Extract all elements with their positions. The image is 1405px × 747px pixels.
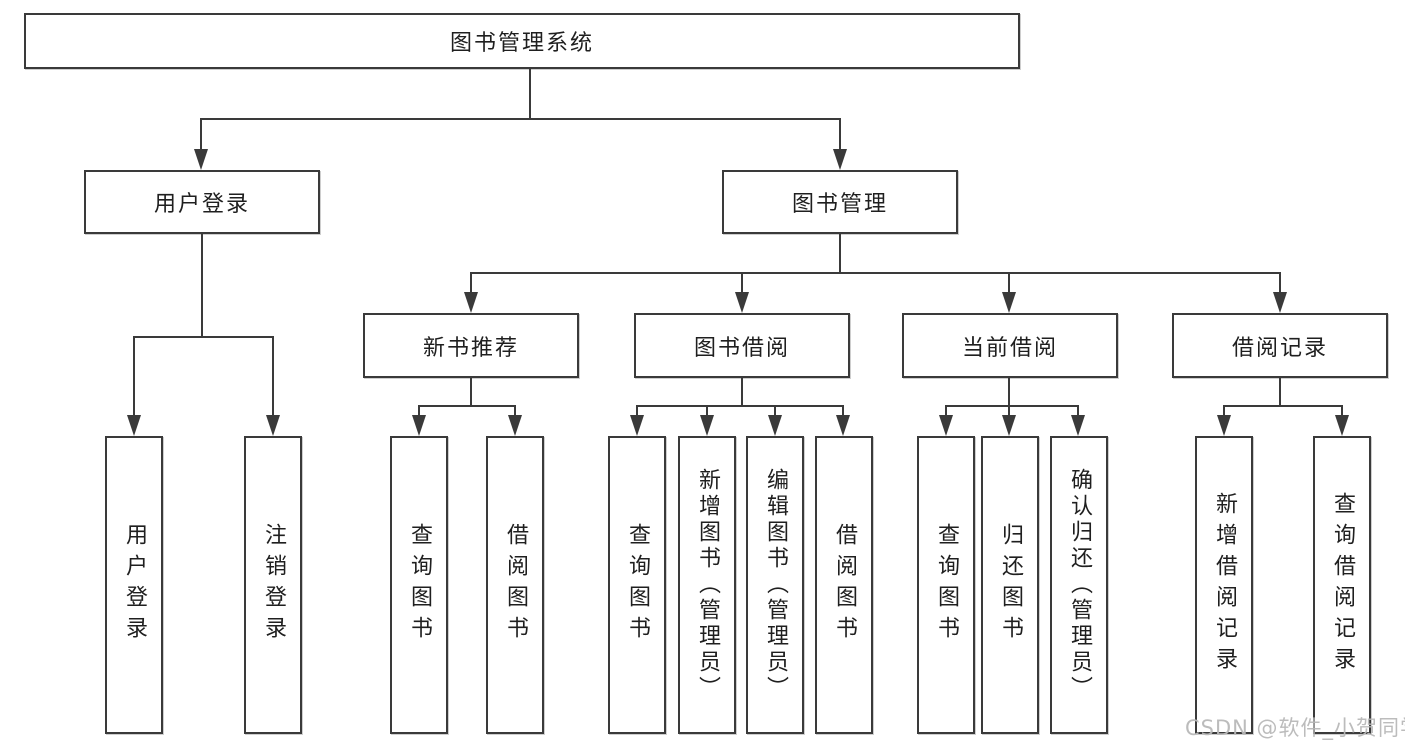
leaf-logout-label: 注销登录 [261,523,286,647]
node-root-label: 图书管理系统 [449,31,594,56]
leaf-query-books-current-label: 查询图书 [934,523,959,647]
connector-line [842,405,844,421]
arrow-down-icon [1335,415,1349,436]
leaf-borrow-books-recommend-label: 借阅图书 [503,523,528,647]
arrow-down-icon [194,149,208,170]
arrow-down-icon [1002,415,1016,436]
node-borrowing-records: 借阅记录 [1172,313,1388,378]
node-root: 图书管理系统 [24,13,1020,69]
node-book-management-label: 图书管理 [791,192,888,217]
leaf-borrow-books-label: 借阅图书 [832,523,857,647]
node-new-book-recommendation: 新书推荐 [363,313,579,378]
leaf-edit-books-admin-label: 编辑图书（管理员） [763,468,788,702]
connector-line [1077,405,1079,421]
connector-line [1279,377,1281,407]
connector-line [741,377,743,407]
leaf-query-borrow-record-label: 查询借阅记录 [1330,492,1355,678]
connector-line [636,405,844,407]
connector-line [470,272,1281,274]
connector-line [200,118,202,154]
node-current-borrowing-label: 当前借阅 [961,335,1058,361]
arrow-down-icon [833,149,847,170]
connector-line [1008,377,1010,407]
leaf-borrow-books-recommend: 借阅图书 [486,436,544,734]
connector-line [741,272,743,298]
connector-line [636,405,638,421]
connector-line [945,405,947,421]
arrow-down-icon [700,415,714,436]
connector-line [1341,405,1343,421]
csdn-watermark: CSDN @软件_小贺同学 [1185,716,1405,740]
connector-line [706,405,708,421]
leaf-return-books-label: 归还图书 [998,523,1023,647]
arrow-down-icon [266,415,280,436]
node-book-management: 图书管理 [722,170,958,234]
leaf-add-books-admin: 新增图书（管理员） [678,436,736,734]
arrow-down-icon [836,415,850,436]
connector-line [418,405,516,407]
connector-line [1008,272,1010,298]
connector-line [200,118,841,120]
connector-line [839,118,841,154]
node-new-book-recommendation-label: 新书推荐 [422,335,519,361]
leaf-query-books-current: 查询图书 [917,436,975,734]
arrow-down-icon [735,292,749,313]
node-user-login: 用户登录 [84,170,320,234]
connector-line [470,272,472,298]
connector-line [133,336,274,338]
connector-line [201,234,203,338]
connector-line [1223,405,1343,407]
leaf-return-books: 归还图书 [981,436,1039,734]
leaf-query-books-recommend: 查询图书 [390,436,448,734]
node-book-borrowing-label: 图书借阅 [693,335,790,361]
leaf-query-books-recommend-label: 查询图书 [407,523,432,647]
connector-line [839,234,841,274]
connector-line [133,336,135,418]
connector-line [1223,405,1225,421]
leaf-query-books-borrowing-label: 查询图书 [625,523,650,647]
node-current-borrowing: 当前借阅 [902,313,1118,378]
arrow-down-icon [1273,292,1287,313]
node-book-borrowing: 图书借阅 [634,313,850,378]
leaf-add-borrow-record: 新增借阅记录 [1195,436,1253,734]
connector-line [470,377,472,407]
arrow-down-icon [508,415,522,436]
leaf-add-books-admin-label: 新增图书（管理员） [695,468,720,702]
leaf-borrow-books: 借阅图书 [815,436,873,734]
arrow-down-icon [412,415,426,436]
leaf-edit-books-admin: 编辑图书（管理员） [746,436,804,734]
arrow-down-icon [127,415,141,436]
leaf-confirm-return-admin: 确认归还（管理员） [1050,436,1108,734]
connector-line [945,405,1079,407]
connector-line [1008,405,1010,421]
leaf-query-books-borrowing: 查询图书 [608,436,666,734]
connector-line [514,405,516,421]
leaf-add-borrow-record-label: 新增借阅记录 [1212,492,1237,678]
arrow-down-icon [1002,292,1016,313]
leaf-query-borrow-record: 查询借阅记录 [1313,436,1371,734]
connector-line [272,336,274,418]
connector-line [529,67,531,120]
node-borrowing-records-label: 借阅记录 [1231,335,1328,361]
node-user-login-label: 用户登录 [153,192,250,217]
arrow-down-icon [939,415,953,436]
arrow-down-icon [1071,415,1085,436]
arrow-down-icon [1217,415,1231,436]
leaf-logout: 注销登录 [244,436,302,734]
connector-line [1279,272,1281,298]
connector-line [418,405,420,421]
arrow-down-icon [464,292,478,313]
connector-line [774,405,776,421]
leaf-user-login-label: 用户登录 [122,523,147,647]
leaf-user-login: 用户登录 [105,436,163,734]
arrow-down-icon [630,415,644,436]
leaf-confirm-return-admin-label: 确认归还（管理员） [1067,468,1092,702]
arrow-down-icon [768,415,782,436]
